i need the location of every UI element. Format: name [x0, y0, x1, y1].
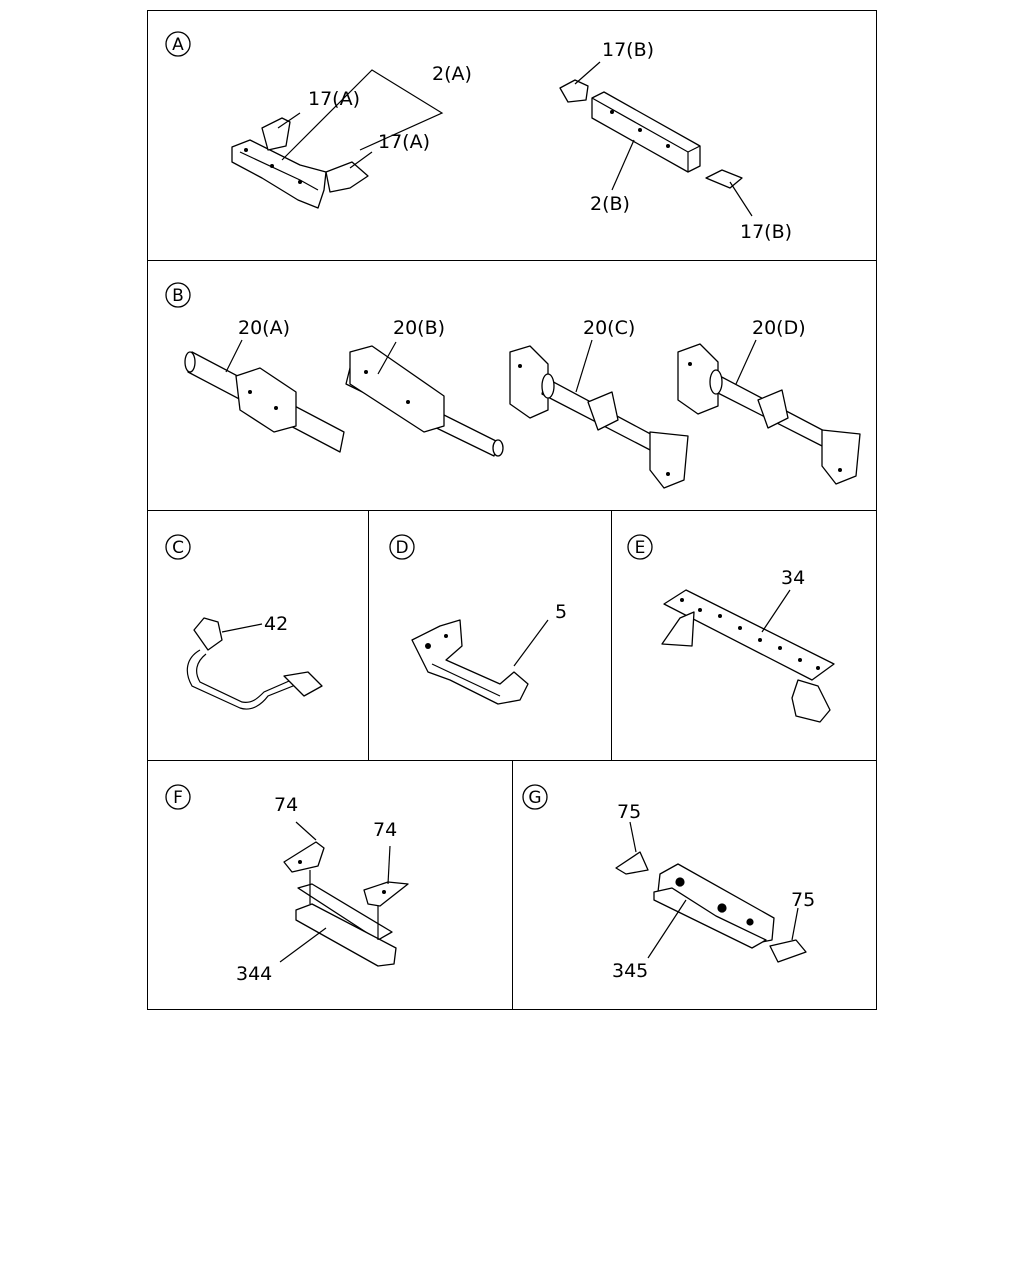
crossmember-345	[615, 851, 807, 963]
tube-bracket-42	[186, 617, 323, 710]
label-42: 42	[264, 613, 288, 635]
section-g-letter: G	[528, 788, 541, 808]
section-g-panel	[512, 760, 877, 1010]
crossmember-2a	[231, 117, 369, 209]
label-2a: 2(A)	[432, 63, 472, 85]
section-d-letter: D	[395, 538, 408, 558]
section-b-letter: B	[172, 286, 184, 306]
label-20b: 20(B)	[393, 317, 445, 339]
label-5: 5	[555, 601, 567, 623]
section-e-marker: E	[627, 534, 653, 560]
label-75-right: 75	[791, 889, 815, 911]
label-74-left: 74	[274, 794, 298, 816]
label-2b: 2(B)	[590, 193, 630, 215]
crossmember-2b	[559, 79, 743, 189]
label-20a: 20(A)	[238, 317, 290, 339]
section-g-marker: G	[522, 784, 548, 810]
section-a-marker: A	[165, 31, 191, 57]
crossmember-20d	[677, 343, 861, 485]
section-e-letter: E	[635, 538, 646, 558]
crossmember-344	[283, 841, 409, 967]
label-75-top: 75	[617, 801, 641, 823]
section-f-letter: F	[173, 788, 183, 808]
bracket-assembly-5	[411, 619, 529, 705]
section-a-letter: A	[172, 35, 184, 55]
label-17a-bottom: 17(A)	[378, 131, 430, 153]
label-34: 34	[781, 567, 805, 589]
section-c-marker: C	[165, 534, 191, 560]
label-17b-top: 17(B)	[602, 39, 654, 61]
section-c-letter: C	[172, 538, 184, 558]
label-345: 345	[612, 960, 648, 982]
label-344: 344	[236, 963, 272, 985]
section-f-marker: F	[165, 784, 191, 810]
section-d-marker: D	[389, 534, 415, 560]
crossmember-20b	[345, 345, 504, 457]
label-20c: 20(C)	[583, 317, 635, 339]
label-17a-top: 17(A)	[308, 88, 360, 110]
section-b-marker: B	[165, 282, 191, 308]
label-20d: 20(D)	[752, 317, 806, 339]
label-17b-bottom: 17(B)	[740, 221, 792, 243]
crossmember-20c	[509, 345, 689, 489]
crossmember-34	[661, 589, 835, 723]
label-74-right: 74	[373, 819, 397, 841]
crossmember-20a	[184, 351, 345, 453]
